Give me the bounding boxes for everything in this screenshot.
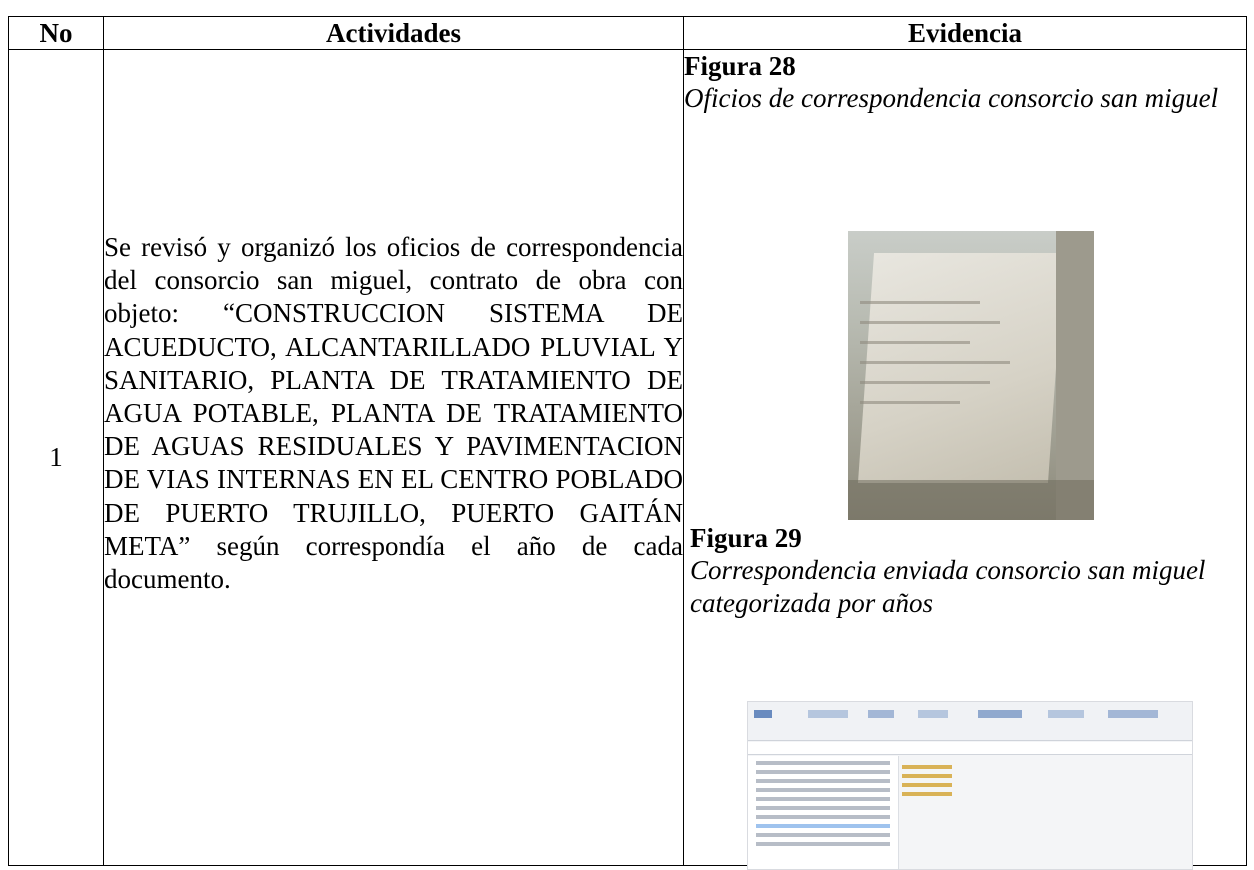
activity-text: Se revisó y organizó los oficios de corr… bbox=[104, 232, 683, 595]
row-number: 1 bbox=[8, 49, 104, 866]
explorer-address-bar bbox=[748, 742, 1192, 755]
explorer-file-list bbox=[902, 760, 1182, 820]
monitor-screen bbox=[857, 253, 1065, 483]
explorer-nav-pane bbox=[748, 756, 899, 869]
figure-28-title: Figura 28 bbox=[684, 51, 796, 81]
header-evidence: Evidencia bbox=[683, 16, 1247, 50]
figure-29-screenshot bbox=[747, 701, 1193, 870]
figure-29-caption: Correspondencia enviada consorcio san mi… bbox=[690, 555, 1206, 618]
table-row: 1 Se revisó y organizó los oficios de co… bbox=[8, 49, 1247, 870]
figure-29-block: Figura 29 Correspondencia enviada consor… bbox=[690, 522, 1240, 620]
activities-table: No Actividades Evidencia 1 Se revisó y o… bbox=[8, 16, 1247, 870]
figure-28-photo bbox=[848, 231, 1094, 520]
evidence-cell: Figura 28 Oficios de correspondencia con… bbox=[683, 49, 1247, 870]
activity-cell: Se revisó y organizó los oficios de corr… bbox=[103, 49, 684, 866]
figure-29-title: Figura 29 bbox=[690, 523, 802, 553]
figure-28-caption: Oficios de correspondencia consorcio san… bbox=[684, 83, 1219, 113]
explorer-ribbon bbox=[748, 702, 1192, 741]
table-header-row: No Actividades Evidencia bbox=[8, 16, 1247, 50]
monitor-bezel bbox=[1056, 231, 1094, 520]
header-no: No bbox=[8, 16, 104, 50]
header-activities: Actividades bbox=[103, 16, 684, 50]
figure-28-block: Figura 28 Oficios de correspondencia con… bbox=[684, 50, 1246, 115]
